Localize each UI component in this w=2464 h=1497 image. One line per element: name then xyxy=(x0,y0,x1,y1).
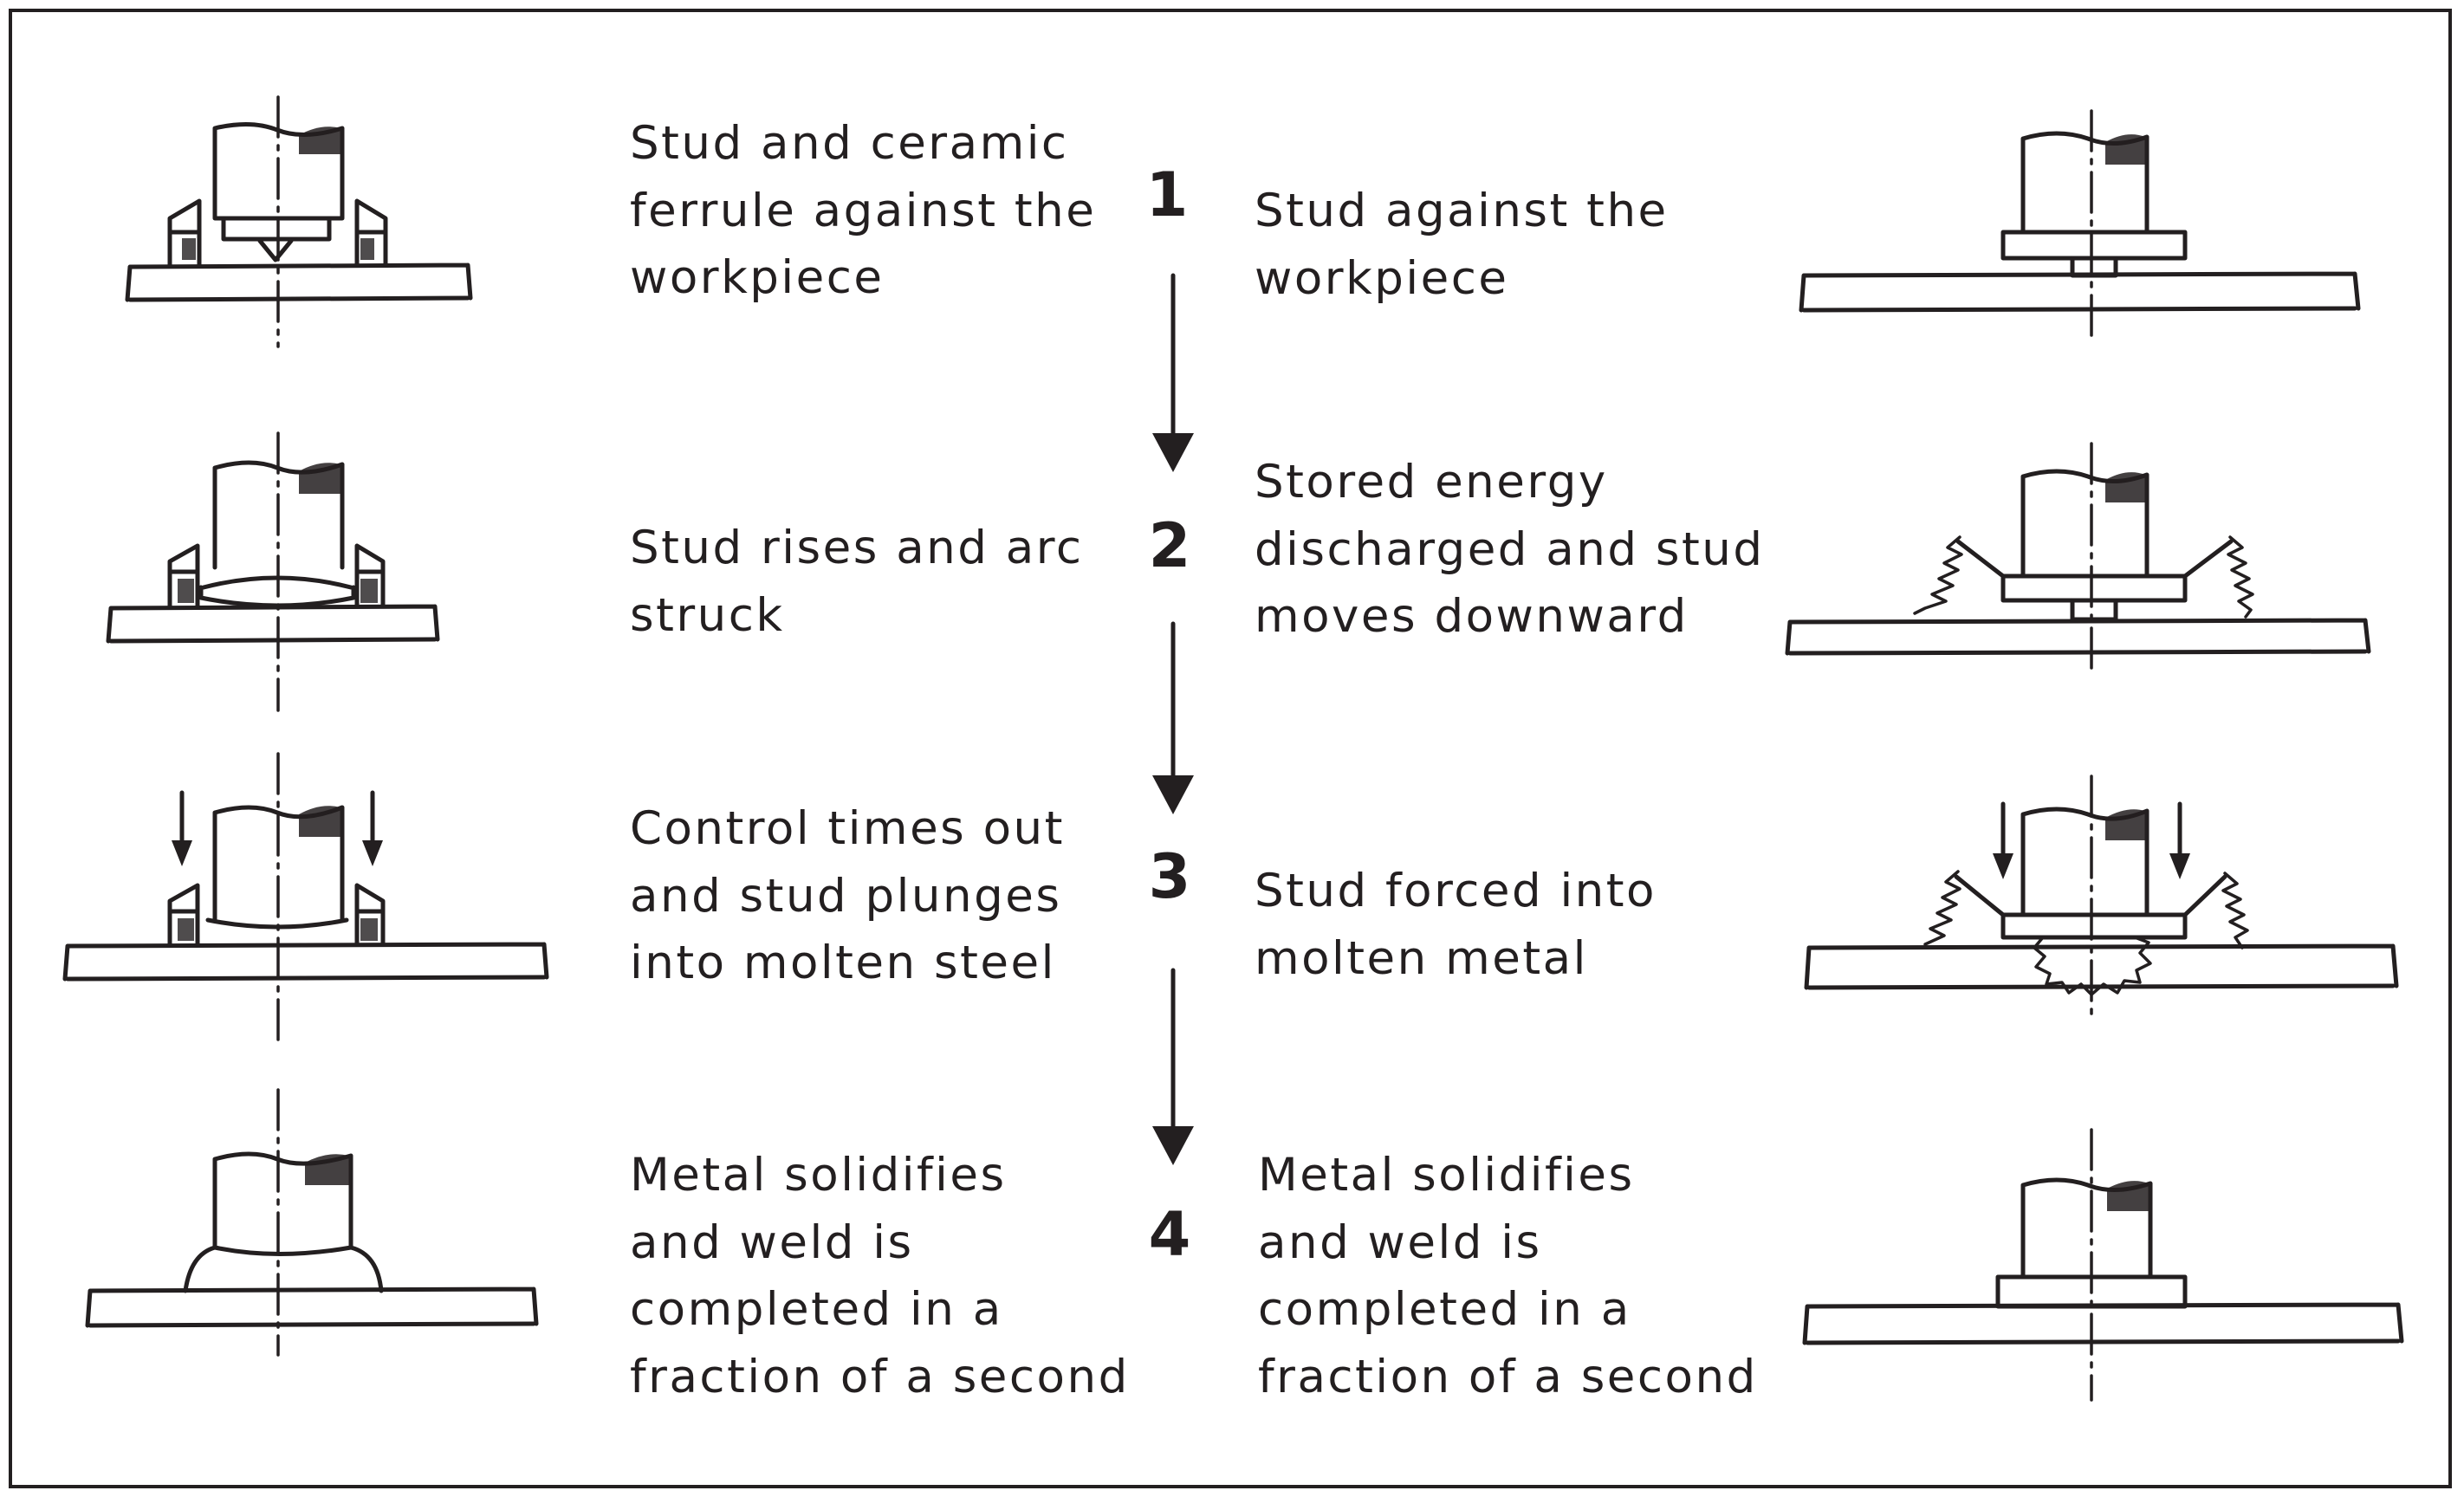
step-2-right-text: Stored energy discharged and stud moves … xyxy=(1255,456,1765,643)
flow-arrow-2-3 xyxy=(1152,621,1194,814)
step-2-number: 2 xyxy=(1148,510,1191,581)
step-2-left-text: Stud rises and arc struck xyxy=(630,522,1084,642)
step-3-left-text: Control times out and stud plunges into … xyxy=(630,802,1065,989)
step-4-left-text: Metal solidifies and weld is completed i… xyxy=(630,1149,1130,1403)
step-3-right-drawing xyxy=(1804,774,2399,1024)
step-4-left-drawing xyxy=(85,1088,539,1357)
step-1-right-text: Stud against the workpiece xyxy=(1255,185,1669,305)
step-1-right-drawing xyxy=(1799,109,2361,341)
step-2-right-drawing xyxy=(1785,442,2371,677)
step-4-number: 4 xyxy=(1148,1199,1191,1270)
step-4-right-drawing xyxy=(1802,1128,2404,1402)
step-4-right-text: Metal solidifies and weld is completed i… xyxy=(1258,1149,1758,1403)
step-1-left-text: Stud and ceramic ferrule against the wor… xyxy=(630,117,1097,304)
step-3-number: 3 xyxy=(1148,841,1191,912)
diagram-frame xyxy=(9,9,2452,1488)
step-1-left-drawing xyxy=(125,95,473,348)
step-3-left-drawing xyxy=(62,752,549,1041)
step-2-left-drawing xyxy=(106,431,440,712)
flow-arrow-1-2 xyxy=(1152,273,1194,472)
flow-arrow-3-4 xyxy=(1152,968,1194,1165)
step-3-right-text: Stud forced into molten metal xyxy=(1255,865,1657,985)
step-1-number: 1 xyxy=(1145,159,1189,230)
